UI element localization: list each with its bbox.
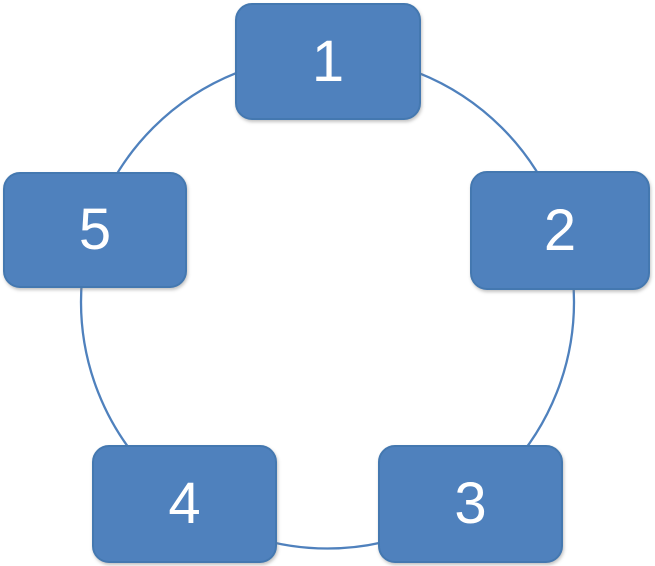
cycle-node-5: 5	[3, 172, 187, 288]
cycle-node-4-label: 4	[168, 471, 201, 536]
cycle-node-2: 2	[470, 171, 650, 290]
cycle-node-1-label: 1	[311, 28, 345, 94]
cycle-node-3-label: 3	[454, 471, 487, 536]
cycle-node-3: 3	[378, 445, 563, 563]
cycle-node-4: 4	[92, 445, 277, 563]
cycle-node-5-label: 5	[78, 197, 112, 262]
cycle-node-1: 1	[235, 3, 421, 120]
cycle-node-2-label: 2	[543, 197, 577, 263]
